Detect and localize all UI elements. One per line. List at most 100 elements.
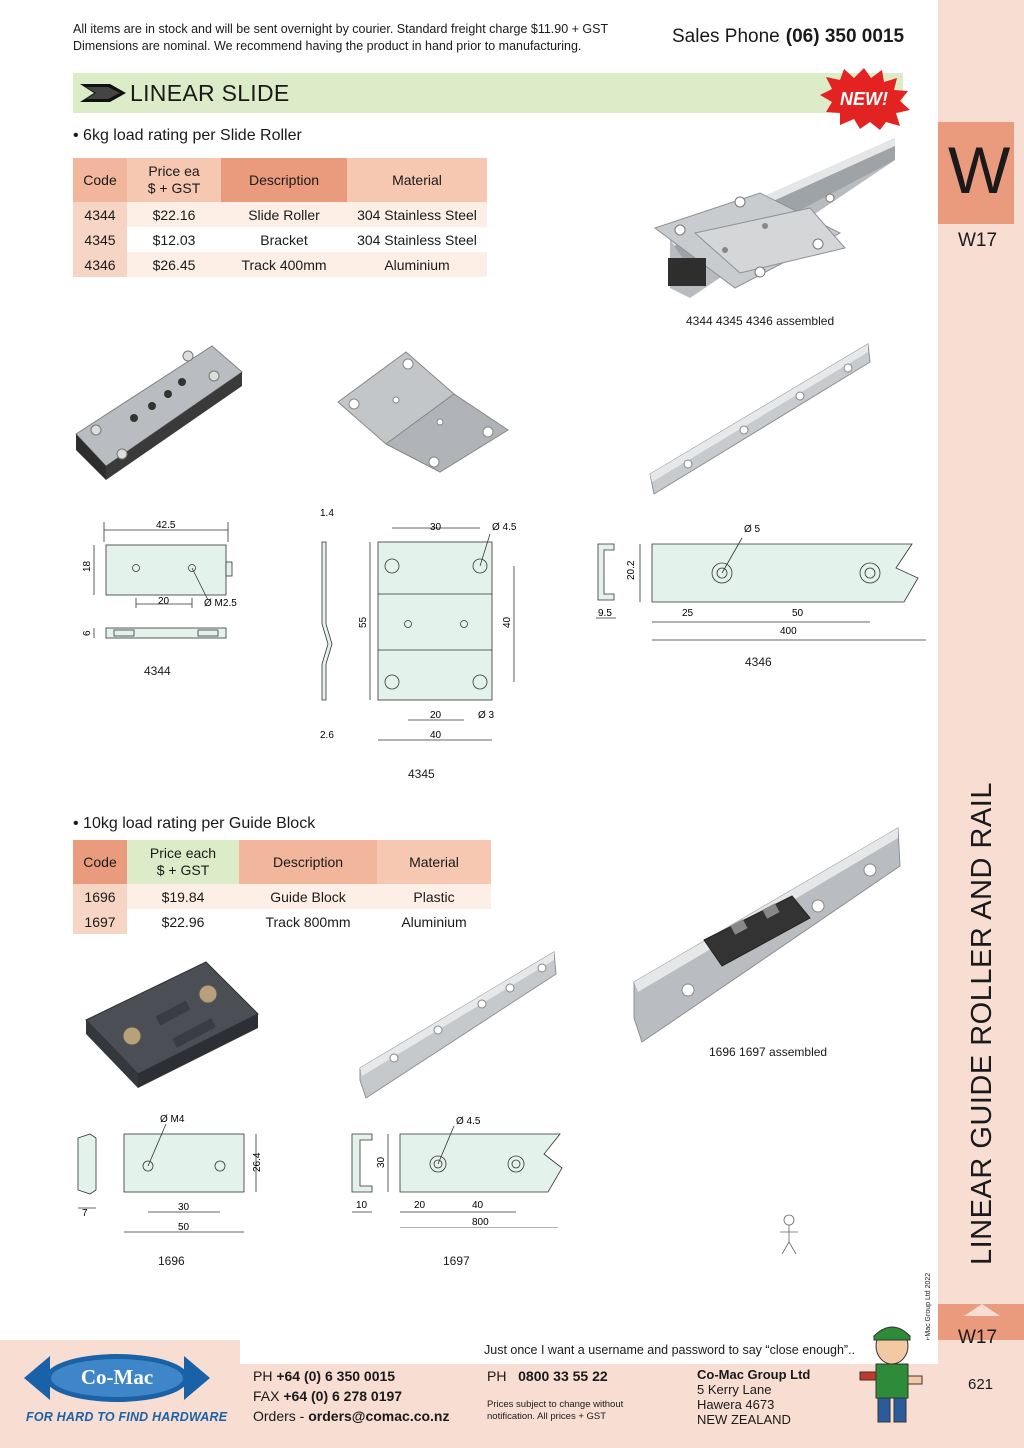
- drawing-4344: 42.5 18 20 Ø M2.5 6: [82, 520, 237, 639]
- cell-price: $22.16: [127, 202, 221, 227]
- table-row: 4346 $26.45 Track 400mm Aluminium: [73, 252, 487, 277]
- stock-notice: All items are in stock and will be sent …: [73, 21, 608, 55]
- table-row: 4345 $12.03 Bracket 304 Stainless Steel: [73, 227, 487, 252]
- svg-text:42.5: 42.5: [156, 520, 176, 531]
- svg-text:40: 40: [472, 1200, 484, 1211]
- svg-text:Ø 5: Ø 5: [744, 524, 761, 535]
- svg-text:6: 6: [82, 630, 93, 636]
- product-table-2: Code Price each$ + GST Description Mater…: [73, 840, 491, 934]
- svg-text:9.5: 9.5: [598, 608, 612, 619]
- vertical-section-title: LINEAR GUIDE ROLLER AND RAIL: [966, 782, 998, 1265]
- caption-1697: 1697: [443, 1254, 470, 1268]
- phone-link[interactable]: +64 (0) 6 350 0015: [276, 1368, 396, 1384]
- cell-code: 1697: [73, 909, 127, 934]
- cell-desc: Bracket: [221, 227, 347, 252]
- sales-label: Sales Phone: [672, 26, 780, 47]
- svg-text:20: 20: [414, 1200, 426, 1211]
- svg-text:25: 25: [682, 608, 694, 619]
- logo-text: Co-Mac: [81, 1365, 153, 1389]
- notice-line-1: All items are in stock and will be sent …: [73, 22, 609, 36]
- svg-text:30: 30: [376, 1156, 387, 1168]
- svg-text:30: 30: [178, 1202, 190, 1213]
- drawing-4346: Ø 5 20.2 9.5 25 50 400: [596, 524, 926, 641]
- track-400-photo: [649, 343, 871, 495]
- prices-note: Prices subject to change without notific…: [487, 1399, 624, 1422]
- svg-text:Ø 4.5: Ø 4.5: [492, 522, 517, 533]
- svg-text:10: 10: [356, 1200, 368, 1211]
- svg-text:Ø 3: Ø 3: [478, 710, 495, 721]
- svg-text:800: 800: [472, 1217, 489, 1228]
- cell-desc: Slide Roller: [221, 202, 347, 227]
- col-material: Material: [347, 158, 487, 202]
- page-number: 621: [968, 1376, 994, 1393]
- caption-assembled-2: 1696 1697 assembled: [709, 1045, 828, 1059]
- freephone[interactable]: PH 0800 33 55 22: [487, 1368, 608, 1384]
- caption-4346: 4346: [745, 655, 772, 669]
- section-tab[interactable]: W: [938, 122, 1014, 224]
- section-letter: W: [948, 133, 1011, 207]
- svg-text:18: 18: [82, 560, 93, 572]
- page-code-top: W17: [958, 230, 998, 251]
- drawing-4345: 1.4 30 Ø 4.5 55 40 20 Ø 3 40 2.6: [320, 508, 517, 741]
- assembled-guide-photo: [633, 827, 901, 1043]
- col-price: Price each$ + GST: [127, 840, 239, 884]
- col-code: Code: [73, 840, 127, 884]
- table-row: 1697 $22.96 Track 800mm Aluminium: [73, 909, 491, 934]
- cell-price: $12.03: [127, 227, 221, 252]
- drawing-1696: Ø M4 26.4 30 50 7: [77, 1114, 263, 1233]
- comac-logo[interactable]: Co-Mac: [24, 1348, 210, 1408]
- notice-line-2: Dimensions are nominal. We recommend hav…: [73, 39, 582, 53]
- svg-text:40: 40: [502, 616, 513, 628]
- footer-quote: Just once I want a username and password…: [484, 1343, 856, 1357]
- cell-price: $19.84: [127, 884, 239, 909]
- svg-text:20.2: 20.2: [626, 560, 637, 580]
- track-800-photo: [359, 951, 557, 1099]
- col-description: Description: [239, 840, 377, 884]
- cell-material: Plastic: [377, 884, 491, 909]
- slide-roller-photo: [75, 345, 243, 480]
- cell-price: $22.96: [127, 909, 239, 934]
- cell-material: 304 Stainless Steel: [347, 227, 487, 252]
- cell-material: Aluminium: [377, 909, 491, 934]
- svg-text:40: 40: [430, 730, 442, 741]
- fax-number: +64 (0) 6 278 0197: [283, 1388, 403, 1404]
- logo-tagline: FOR HARD TO FIND HARDWARE: [26, 1410, 228, 1424]
- col-code: Code: [73, 158, 127, 202]
- tab-notch-icon: [964, 1304, 1000, 1316]
- drawing-1697: Ø 4.5 30 10 20 40 800: [351, 1116, 563, 1228]
- sales-number: (06) 350 0015: [785, 26, 905, 47]
- cell-code: 4346: [73, 252, 127, 277]
- cell-material: 304 Stainless Steel: [347, 202, 487, 227]
- bullet-load-rating-1: • 6kg load rating per Slide Roller: [73, 127, 302, 144]
- col-description: Description: [221, 158, 347, 202]
- product-table-1: Code Price ea$ + GST Description Materia…: [73, 158, 487, 277]
- svg-text:1.4: 1.4: [320, 508, 334, 519]
- caption-assembled-1: 4344 4345 4346 assembled: [686, 314, 835, 328]
- doodle-figure-icon: [780, 1214, 798, 1255]
- svg-text:2.6: 2.6: [320, 730, 334, 741]
- footer-quote-band: [240, 1340, 938, 1364]
- svg-text:400: 400: [780, 626, 797, 637]
- cell-desc: Guide Block: [239, 884, 377, 909]
- svg-text:30: 30: [430, 522, 442, 533]
- guide-block-photo: [85, 961, 259, 1088]
- svg-text:Ø M4: Ø M4: [160, 1114, 185, 1125]
- assembled-slide-photo: [653, 138, 895, 298]
- table-row: 1696 $19.84 Guide Block Plastic: [73, 884, 491, 909]
- orders-email-link[interactable]: orders@comac.co.nz: [308, 1408, 450, 1424]
- caption-1696: 1696: [158, 1254, 185, 1268]
- col-price: Price ea$ + GST: [127, 158, 221, 202]
- arrow-icon: [80, 84, 126, 102]
- svg-text:50: 50: [178, 1222, 190, 1233]
- caption-4344: 4344: [144, 664, 171, 678]
- svg-text:Ø M2.5: Ø M2.5: [204, 598, 237, 609]
- company-address: Co-Mac Group Ltd 5 Kerry Lane Hawera 467…: [697, 1367, 811, 1427]
- svg-text:20: 20: [158, 596, 170, 607]
- svg-text:50: 50: [792, 608, 804, 619]
- caption-4345: 4345: [408, 767, 435, 781]
- cell-code: 4344: [73, 202, 127, 227]
- bracket-photo: [337, 351, 509, 473]
- sales-phone[interactable]: Sales Phone(06) 350 0015: [672, 26, 904, 48]
- cell-code: 1696: [73, 884, 127, 909]
- cell-desc: Track 400mm: [221, 252, 347, 277]
